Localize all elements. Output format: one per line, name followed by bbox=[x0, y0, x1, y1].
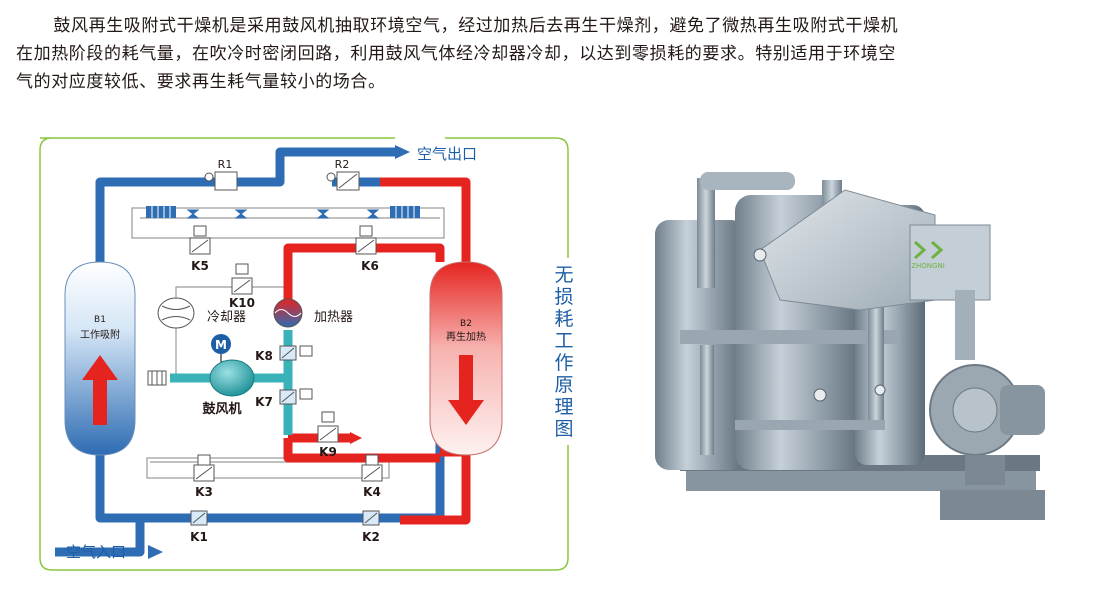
pressure-gauges bbox=[753, 248, 886, 402]
heater-label: 加热器 bbox=[314, 310, 353, 325]
blower-inlet-filter-icon bbox=[147, 370, 167, 386]
tower-b2-state: 再生加热 bbox=[446, 330, 486, 343]
tower-b2-label: B2 bbox=[460, 319, 472, 329]
tower-b1-state: 工作吸附 bbox=[80, 328, 120, 341]
intro-text: 鼓风再生吸附式干燥机是采用鼓风机抽取环境空气，经过加热后去再生干燥剂，避免了微热… bbox=[16, 12, 1096, 96]
intro-line-2: 在加热阶段的耗气量，在吹冷时密闭回路，利用鼓风气体经冷却器冷却，以达到零损耗的要… bbox=[16, 44, 896, 64]
needle-valves bbox=[186, 209, 380, 219]
air-outlet-arrow-icon bbox=[395, 145, 410, 159]
blower-motor bbox=[929, 290, 1045, 485]
valve-k6: K6 bbox=[355, 225, 379, 273]
intro-line-3: 气的对应度较低、要求再生耗气量较小的场合。 bbox=[16, 72, 386, 92]
valve-k7: K7 bbox=[255, 388, 313, 409]
valve-k9-label: K9 bbox=[319, 445, 337, 459]
valve-k2: K2 bbox=[362, 510, 380, 544]
valve-k1: K1 bbox=[190, 510, 208, 544]
valve-k8-label: K8 bbox=[255, 349, 273, 363]
valve-k6-label: K6 bbox=[361, 259, 379, 273]
valve-k2-label: K2 bbox=[362, 530, 380, 544]
heater-hood bbox=[759, 189, 991, 311]
valve-k4: K4 bbox=[361, 454, 383, 499]
zhongni-logo-text: ZHONGNI bbox=[911, 262, 945, 270]
tower-b1-label: B1 bbox=[94, 315, 106, 325]
valve-k3: K3 bbox=[193, 454, 215, 499]
motor-symbol: M bbox=[215, 338, 227, 352]
valve-k7-label: K7 bbox=[255, 395, 273, 409]
cooler-label: 冷却器 bbox=[207, 310, 246, 325]
strainer-right-icon bbox=[390, 206, 420, 218]
check-valve-r1: R1 bbox=[204, 158, 238, 191]
valve-k4-label: K4 bbox=[363, 485, 381, 499]
cooler: 冷却器 bbox=[157, 297, 246, 329]
valve-k8: K8 bbox=[255, 345, 313, 363]
valve-k5: K5 bbox=[189, 225, 211, 273]
tower-b2: B2 再生加热 bbox=[429, 261, 503, 456]
k9-outlet-arrow-icon bbox=[350, 432, 362, 444]
air-outlet-label: 空气出口 bbox=[417, 145, 477, 163]
air-inlet-label: 空气入口 bbox=[66, 543, 126, 561]
strainer-left-icon bbox=[146, 206, 176, 218]
diagram-vertical-title: 无损耗工作原理图 bbox=[554, 264, 574, 440]
check-valve-r2: R2 bbox=[326, 158, 360, 191]
downward-flow-arrow-icon bbox=[448, 355, 484, 425]
valve-r2-label: R2 bbox=[335, 158, 350, 171]
intro-line-1: 鼓风再生吸附式干燥机是采用鼓风机抽取环境空气，经过加热后去再生干燥剂，避免了微热… bbox=[53, 16, 899, 36]
blower-label: 鼓风机 bbox=[202, 401, 241, 417]
valve-k9: K9 bbox=[317, 411, 339, 459]
valve-k10-label: K10 bbox=[229, 296, 255, 310]
diagram-frame bbox=[39, 137, 569, 571]
heater: 加热器 bbox=[273, 298, 353, 328]
air-inlet-arrow-icon bbox=[148, 545, 163, 559]
blower: M 鼓风机 bbox=[202, 334, 255, 417]
zhongni-logo: ZHONGNI bbox=[911, 240, 945, 270]
upward-flow-arrow-icon bbox=[82, 355, 118, 425]
valve-k10: K10 bbox=[229, 263, 255, 310]
valve-k1-label: K1 bbox=[190, 530, 208, 544]
valve-k5-label: K5 bbox=[191, 259, 209, 273]
tower-b1: B1 工作吸附 bbox=[64, 261, 136, 456]
valve-r1-label: R1 bbox=[218, 158, 233, 171]
valve-k3-label: K3 bbox=[195, 485, 213, 499]
